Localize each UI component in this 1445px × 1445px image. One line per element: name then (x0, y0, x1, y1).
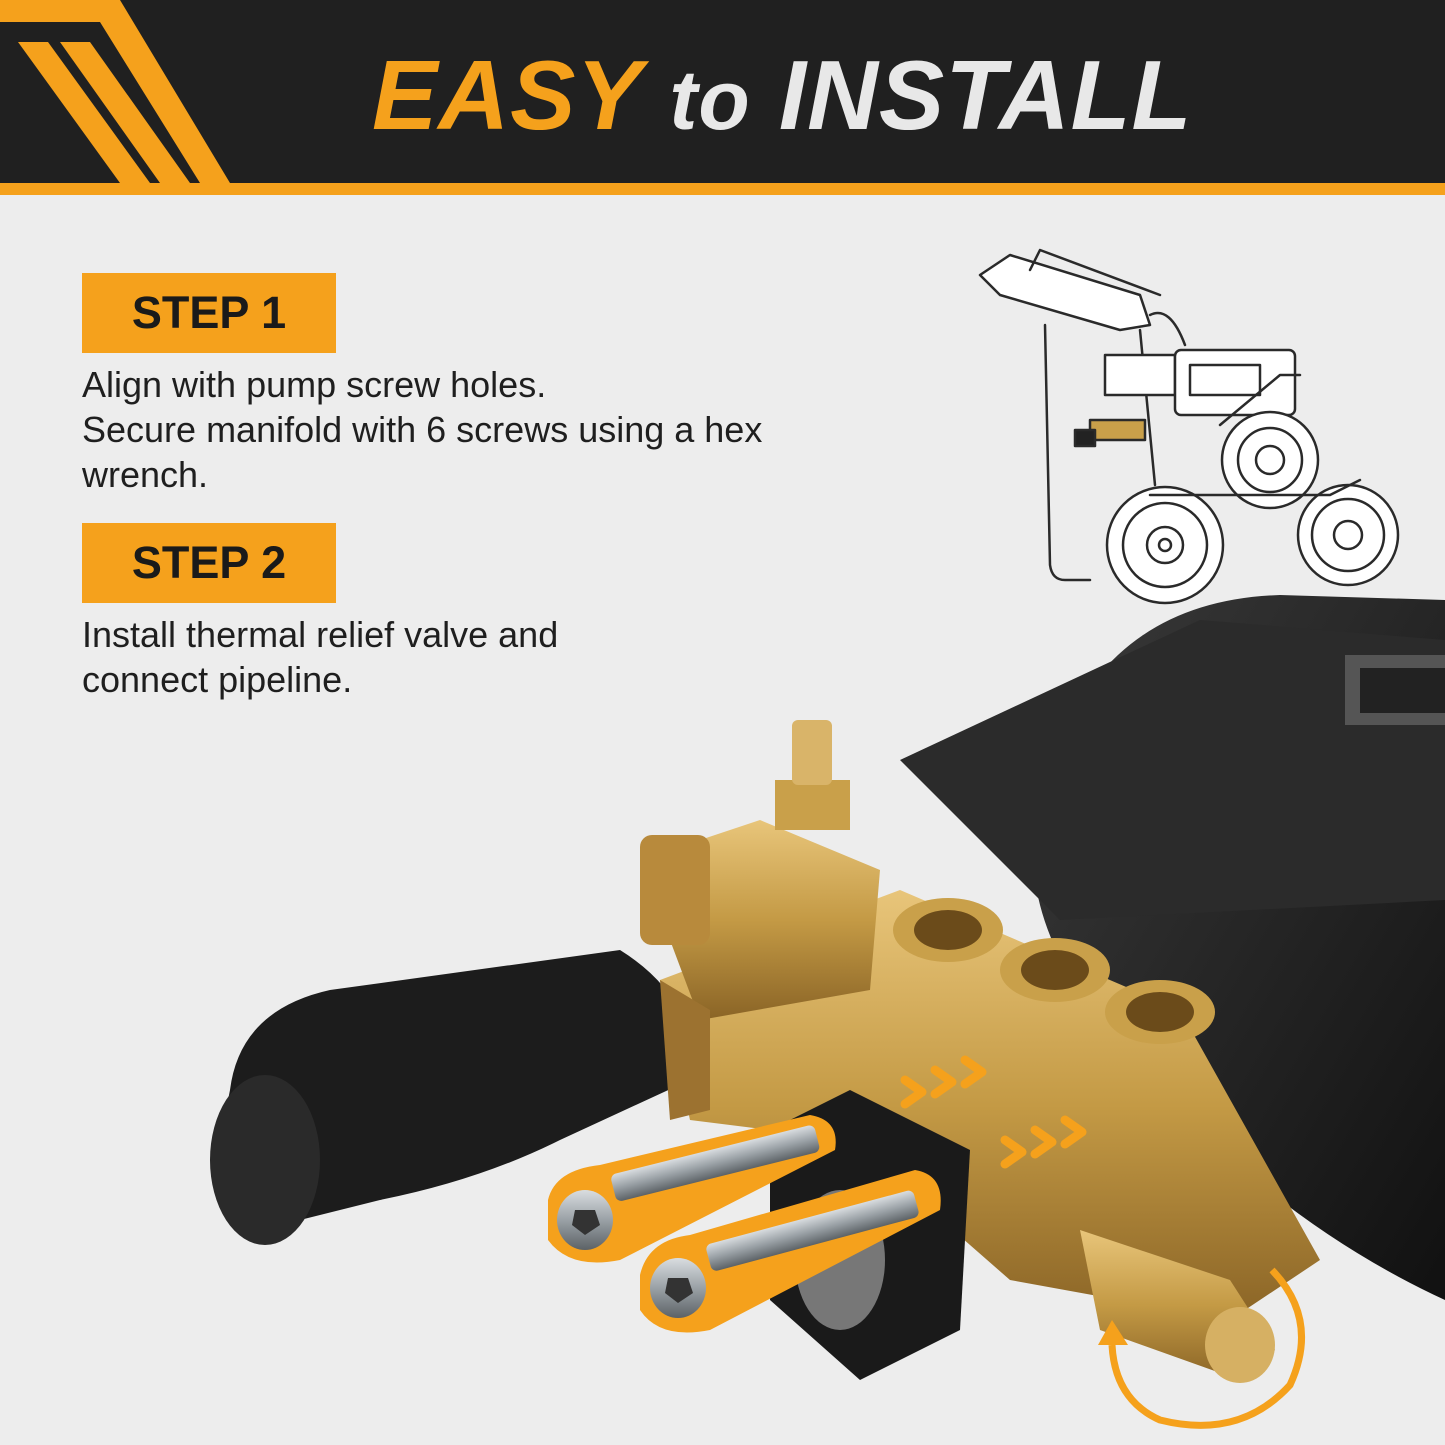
step-2-line-2: connect pipeline. (82, 659, 353, 700)
step-2-line-1: Install thermal relief valve and (82, 614, 559, 655)
header-accent-stripe (0, 183, 1445, 195)
step-1-line-3: wrench. (82, 454, 209, 495)
chevron-arrows-icon (900, 1055, 1087, 1169)
step-2-badge: STEP 2 (82, 523, 336, 603)
page-title: EASY to INSTALL (372, 40, 1192, 150)
pressure-washer-icon (978, 248, 1400, 605)
step-2-text: Install thermal relief valve and connect… (82, 612, 902, 702)
screw-2 (640, 1170, 941, 1333)
step-1-line-2: Secure manifold with 6 screws using a he… (82, 409, 763, 450)
title-mid: to (669, 53, 751, 147)
screw-1 (548, 1115, 836, 1263)
step-1-text: Align with pump screw holes. Secure mani… (82, 362, 902, 497)
step-1-line-1: Align with pump screw holes. (82, 364, 547, 405)
title-main: INSTALL (778, 40, 1193, 150)
title-accent: EASY (372, 40, 642, 150)
header-banner: EASY to INSTALL (0, 0, 1445, 195)
pump-manifold-image (210, 595, 1445, 1429)
step-1-badge: STEP 1 (82, 273, 336, 353)
diagonal-stripes-icon (0, 0, 230, 183)
rotate-arrow-icon (1108, 1267, 1305, 1429)
